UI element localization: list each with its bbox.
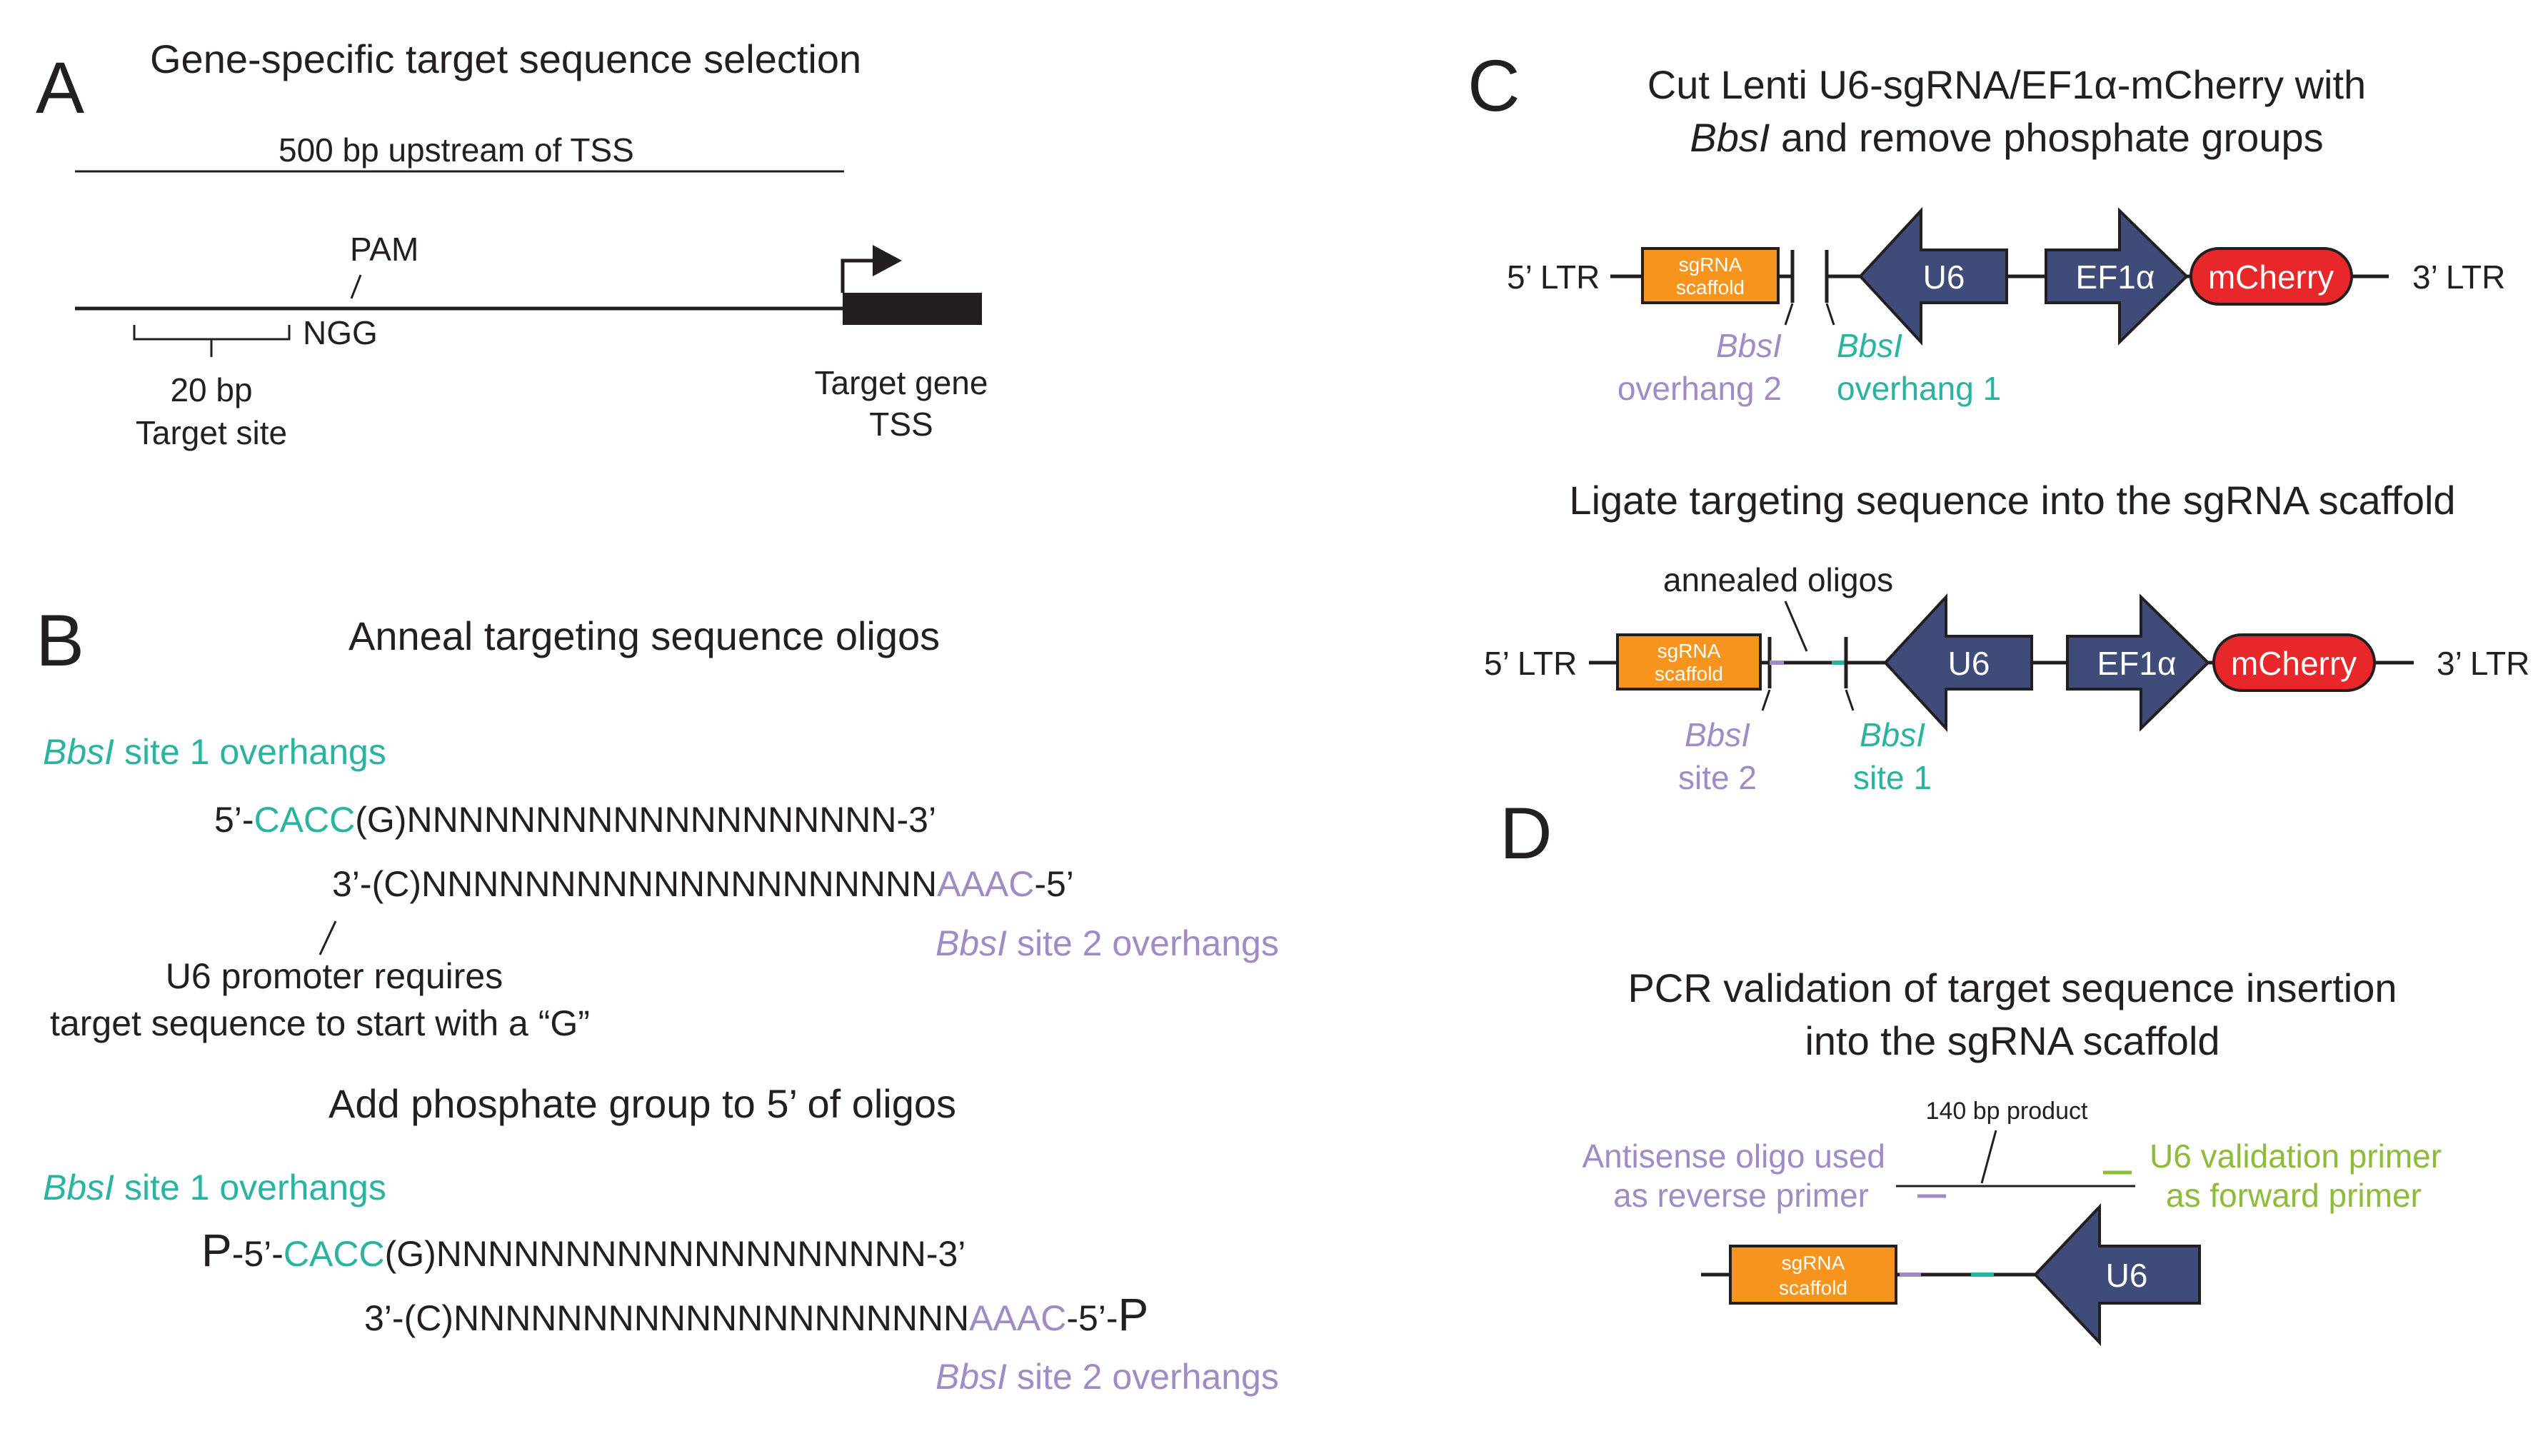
- overhang1-enzyme: BbsI: [1837, 327, 1902, 364]
- top-oligo: 5’-CACC(G)NNNNNNNNNNNNNNNNNNN-3’: [214, 800, 936, 840]
- phosphate-title: Add phosphate group to 5’ of oligos: [328, 1081, 956, 1126]
- overhang2-pointer: [1784, 303, 1794, 326]
- panel-c-title-2: BbsI and remove phosphate groups: [1690, 115, 2323, 160]
- ltr5-label-2: 5’ LTR: [1484, 645, 1577, 682]
- panel-b: B Anneal targeting sequence oligos BbsI …: [36, 600, 1279, 1397]
- phos-top-oligo: P-5’-CACC(G)NNNNNNNNNNNNNNNNNNN-3’: [201, 1225, 965, 1276]
- overhang2-text: overhang 2: [1617, 370, 1782, 407]
- panel-letter-d: D: [1500, 793, 1553, 874]
- tss-arrow-stem: [841, 258, 875, 293]
- panel-a-title: Gene-specific target sequence selection: [150, 36, 861, 81]
- tss-arrowhead: [873, 245, 902, 276]
- panel-a: A Gene-specific target sequence selectio…: [36, 36, 988, 451]
- panel-letter-c: C: [1468, 45, 1520, 126]
- scaffold-label-1: sgRNA: [1679, 253, 1742, 276]
- panel-c-title-1: Cut Lenti U6-sgRNA/EF1α-mCherry with: [1647, 62, 2366, 107]
- u6-label-3: U6: [2106, 1257, 2148, 1294]
- annealed-oligos-label: annealed oligos: [1663, 561, 1893, 598]
- ngg-label: NGG: [303, 314, 378, 351]
- g-note-line2: target sequence to start with a “G”: [50, 1003, 590, 1043]
- panel-letter-a: A: [36, 47, 84, 129]
- u6-primer-label-1: U6 validation primer: [2150, 1138, 2442, 1175]
- site2-enzyme: BbsI: [1685, 716, 1750, 753]
- target-bp-label: 20 bp: [170, 371, 252, 408]
- u6-label: U6: [1923, 258, 1965, 296]
- panel-c: C Cut Lenti U6-sgRNA/EF1α-mCherry with B…: [1468, 45, 2529, 796]
- product-label: 140 bp product: [1926, 1098, 2088, 1125]
- bottom-oligo: 3’-(C)NNNNNNNNNNNNNNNNNNNNAAAC-5’: [332, 864, 1074, 904]
- overhang1-text: overhang 1: [1837, 370, 2001, 407]
- overhang2-enzyme: BbsI: [1716, 327, 1782, 364]
- overhang2-label: BbsI site 2 overhangs: [936, 923, 1279, 963]
- sgrna-scaffold-box-2: [1616, 633, 1762, 691]
- product-pointer: [1980, 1130, 1997, 1184]
- site1-enzyme: BbsI: [1860, 716, 1925, 753]
- ltr5-label: 5’ LTR: [1507, 258, 1600, 296]
- tss-label-1: Target gene: [815, 364, 988, 401]
- panel-letter-b: B: [36, 600, 84, 681]
- pam-pointer: [350, 274, 362, 299]
- overhang1-pointer: [1825, 303, 1835, 326]
- mcherry-label-2: mCherry: [2231, 645, 2357, 682]
- overhang1-label-2: BbsI site 1 overhangs: [43, 1168, 386, 1208]
- ef1a-label-2: EF1α: [2097, 645, 2177, 682]
- site1-pointer: [1845, 689, 1855, 711]
- upstream-label: 500 bp upstream of TSS: [279, 131, 634, 169]
- ltr3-label-2: 3’ LTR: [2437, 645, 2529, 682]
- u6-promoter-arrow-3: [2033, 1203, 2201, 1347]
- ef1a-promoter-arrow-2: [2066, 593, 2210, 732]
- antisense-label-1: Antisense oligo used: [1582, 1138, 1885, 1175]
- overhang2-label-2: BbsI site 2 overhangs: [936, 1357, 1279, 1397]
- scaffold3-label-1: sgRNA: [1782, 1252, 1845, 1274]
- tss-label-2: TSS: [869, 406, 933, 443]
- ltr3-label: 3’ LTR: [2412, 258, 2505, 296]
- g-note-pointer: [318, 920, 337, 955]
- u6-primer-label-2: as forward primer: [2166, 1177, 2422, 1214]
- u6-label-2: U6: [1948, 645, 1990, 682]
- overhang1-label: BbsI site 1 overhangs: [43, 732, 386, 772]
- ligate-title: Ligate targeting sequence into the sgRNA…: [1569, 478, 2455, 523]
- scaffold3-label-2: scaffold: [1779, 1277, 1847, 1299]
- panel-d: D PCR validation of target sequence inse…: [1500, 793, 2442, 1347]
- pam-label: PAM: [350, 231, 418, 268]
- target-bracket: [133, 325, 291, 341]
- ef1a-label: EF1α: [2076, 258, 2155, 296]
- panel-d-title-2: into the sgRNA scaffold: [1805, 1018, 2220, 1063]
- mcherry-label: mCherry: [2208, 258, 2334, 296]
- panel-d-title-1: PCR validation of target sequence insert…: [1627, 965, 2397, 1010]
- target-site-label: Target site: [136, 414, 287, 451]
- scaffold2-label-2: scaffold: [1655, 663, 1723, 685]
- site2-text: site 2: [1678, 759, 1757, 796]
- annealed-pointer: [1784, 601, 1808, 652]
- tss-exon: [843, 293, 982, 325]
- scaffold2-label-1: sgRNA: [1657, 640, 1721, 662]
- g-note-line1: U6 promoter requires: [166, 956, 503, 996]
- site2-pointer: [1761, 689, 1771, 711]
- scaffold-label-2: scaffold: [1676, 276, 1745, 298]
- site1-text: site 1: [1853, 759, 1932, 796]
- phos-bottom-oligo: 3’-(C)NNNNNNNNNNNNNNNNNNNNAAAC-5’-P: [364, 1289, 1148, 1340]
- antisense-label-2: as reverse primer: [1613, 1177, 1869, 1214]
- sgrna-scaffold-box: [1641, 247, 1780, 304]
- panel-b-title: Anneal targeting sequence oligos: [348, 613, 940, 658]
- ef1a-promoter-arrow: [2045, 207, 2189, 346]
